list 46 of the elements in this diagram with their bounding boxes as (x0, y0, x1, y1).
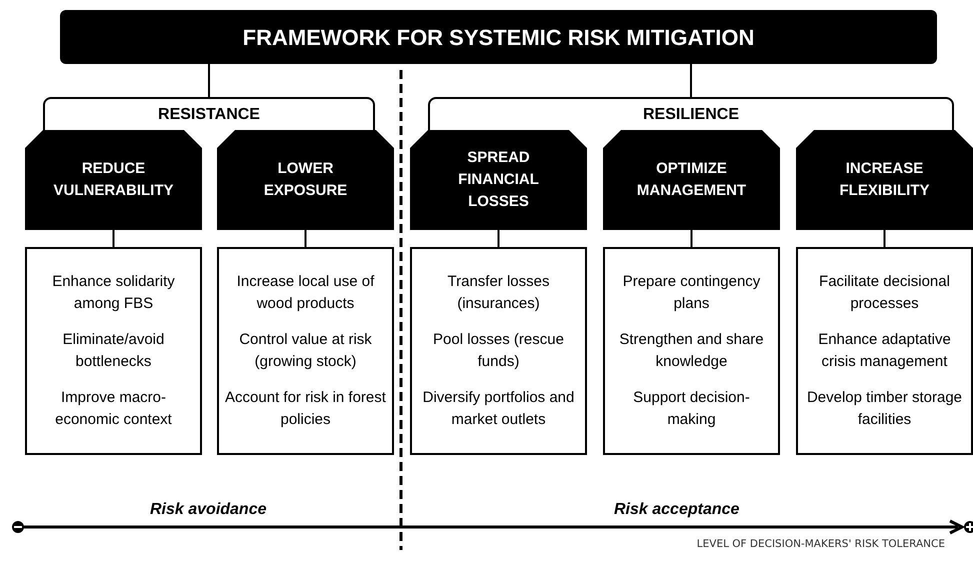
strategy-header (217, 130, 394, 230)
header-text: INCREASE FLEXIBILITY (838, 159, 930, 201)
measures-box (217, 247, 394, 455)
connector-line (208, 64, 210, 97)
measure-text: Control value at risk (growing stock) (238, 330, 373, 372)
measure-text: Support decision-making (632, 388, 751, 430)
measure-text: Eliminate/avoid bottlenecks (62, 330, 166, 372)
axis-label: Risk acceptance (614, 500, 740, 520)
axis-label: Risk avoidance (150, 500, 266, 520)
measure-text: Enhance solidarity among FBS (51, 272, 176, 314)
connector-line (112, 230, 114, 247)
title-text: FRAMEWORK FOR SYSTEMIC RISK MITIGATION (242, 24, 754, 52)
header-text: SPREAD FINANCIAL LOSSES (457, 148, 540, 212)
measure-text: Increase local use of wood products (236, 272, 376, 314)
header-text: REDUCE VULNERABILITY (52, 159, 174, 201)
measures-box (410, 247, 587, 455)
header-text: LOWER EXPOSURE (262, 159, 348, 201)
category-band (428, 97, 954, 130)
measure-text: Improve macro-economic context (54, 388, 173, 430)
measure-text: Strengthen and share knowledge (618, 330, 765, 372)
measure-text: Facilitate decisional processes (818, 272, 951, 314)
title-box (60, 10, 937, 64)
axis-title: LEVEL OF DECISION-MAKERS' RISK TOLERANCE (696, 537, 945, 552)
measures-box (796, 247, 973, 455)
connector-line (884, 230, 886, 247)
measures-box (603, 247, 780, 455)
strategy-header (25, 130, 202, 230)
category-band (43, 97, 375, 130)
connector-line (690, 230, 692, 247)
connector-line (690, 64, 692, 97)
measure-text: Pool losses (rescue funds) (432, 330, 565, 372)
measures-box (25, 247, 202, 455)
category-label: RESISTANCE (158, 104, 260, 124)
measure-text: Prepare contingency plans (622, 272, 762, 314)
strategy-header (410, 130, 587, 230)
measure-text: Account for risk in forest policies (224, 388, 387, 430)
measure-text: Develop timber storage facilities (806, 388, 964, 430)
connector-line (498, 230, 500, 247)
measure-text: Enhance adaptative crisis management (817, 330, 952, 372)
measure-text: Diversify portfolios and market outlets (422, 388, 576, 430)
header-text: OPTIMIZE MANAGEMENT (636, 159, 748, 201)
strategy-header (796, 130, 973, 230)
strategy-header (603, 130, 780, 230)
connector-line (304, 230, 306, 247)
category-label: RESILIENCE (642, 104, 739, 124)
measure-text: Transfer losses (insurances) (446, 272, 550, 314)
